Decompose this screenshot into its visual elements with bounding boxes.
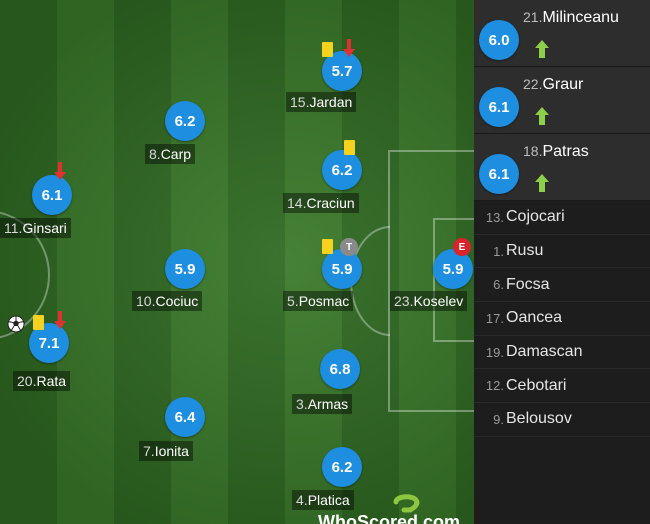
bench-player-row[interactable]: 13.Cojocari xyxy=(474,201,650,235)
player-platica[interactable]: 6.2 4.Platica xyxy=(292,447,362,510)
watermark-text: WhoScored.com xyxy=(318,512,460,524)
sub-on-icon xyxy=(535,174,549,192)
player-name-label: 10.Cociuc xyxy=(132,291,203,311)
bench-player-row[interactable]: 6.Focsa xyxy=(474,268,650,303)
substitute-row[interactable]: 6.1 22.Graur xyxy=(474,67,650,134)
player-rating: 5.7 xyxy=(322,51,362,91)
substitute-rating: 6.1 xyxy=(479,154,519,194)
player-rating: 5.9 xyxy=(433,249,473,289)
player-craciun[interactable]: 6.2 14.Craciun xyxy=(283,140,362,213)
sub-on-icon xyxy=(535,40,549,58)
substitute-row[interactable]: 6.0 21.Milinceanu xyxy=(474,0,650,67)
player-name-label: 20.Rata xyxy=(13,371,71,391)
badge-e-icon: E xyxy=(453,238,471,256)
player-rating: 6.8 xyxy=(320,349,360,389)
bench-player-row[interactable]: 9.Belousov xyxy=(474,403,650,437)
substitute-row[interactable]: 6.1 18.Patras xyxy=(474,134,650,201)
player-rating: 6.2 xyxy=(322,447,362,487)
yellow-card-icon xyxy=(344,140,355,155)
player-name-label: 15.Jardan xyxy=(286,92,357,112)
pitch xyxy=(0,0,474,524)
player-name-label: 14.Craciun xyxy=(283,193,359,213)
watermark-logo: WhoScored.com xyxy=(318,494,460,524)
sub-on-icon xyxy=(535,107,549,125)
substitute-name: 18.Patras xyxy=(523,143,589,160)
bench-player-row[interactable]: 1.Rusu xyxy=(474,235,650,269)
pitch-shading xyxy=(0,0,474,524)
player-rating: 5.9 xyxy=(165,249,205,289)
player-rating: 6.2 xyxy=(322,150,362,190)
player-rating: 6.2 xyxy=(165,101,205,141)
player-armas[interactable]: 6.8 3.Armas xyxy=(292,349,360,414)
player-name-label: 7.Ionita xyxy=(139,441,193,461)
player-name-label: 3.Armas xyxy=(292,394,353,414)
substitute-name: 22.Graur xyxy=(523,76,584,93)
bench-player-row[interactable]: 19.Damascan xyxy=(474,336,650,370)
sub-off-icon xyxy=(343,39,355,57)
player-koselev[interactable]: 5.9 E 23.Koselev xyxy=(390,238,473,311)
player-posmac[interactable]: 5.9 T 5.Posmac xyxy=(283,238,362,311)
player-ginsari[interactable]: 6.1 11.Ginsari xyxy=(0,162,72,238)
player-jardan[interactable]: 5.7 15.Jardan xyxy=(286,39,362,112)
player-cociuc[interactable]: 5.9 10.Cociuc xyxy=(132,249,205,311)
player-name-label: 8.Carp xyxy=(145,144,196,164)
player-rata[interactable]: 7.1 20.Rata xyxy=(7,311,71,391)
bench-player-row[interactable]: 17.Oancea xyxy=(474,302,650,336)
substitutes-panel: 6.0 21.Milinceanu 6.1 22.Graur 6.1 18.Pa… xyxy=(474,0,650,524)
goal-area xyxy=(433,218,474,342)
player-rating: 6.1 xyxy=(32,175,72,215)
player-name-label: 5.Posmac xyxy=(283,291,354,311)
sub-off-icon xyxy=(54,162,66,180)
player-name-label: 4.Platica xyxy=(292,490,354,510)
badge-t-icon: T xyxy=(340,238,358,256)
bench-player-row[interactable]: 12.Cebotari xyxy=(474,369,650,404)
yellow-card-icon xyxy=(322,42,333,57)
player-name-label: 23.Koselev xyxy=(390,291,468,311)
player-name-label: 11.Ginsari xyxy=(0,218,71,238)
yellow-card-icon xyxy=(33,315,44,330)
player-rating: 5.9 xyxy=(322,249,362,289)
yellow-card-icon xyxy=(322,239,333,254)
substitute-rating: 6.1 xyxy=(479,87,519,127)
goal-ball-icon xyxy=(7,315,25,333)
player-rating: 6.4 xyxy=(165,397,205,437)
player-ionita[interactable]: 6.4 7.Ionita xyxy=(139,397,205,461)
sub-off-icon xyxy=(54,311,66,329)
player-carp[interactable]: 6.2 8.Carp xyxy=(145,101,205,164)
substitute-rating: 6.0 xyxy=(479,20,519,60)
substitute-name: 21.Milinceanu xyxy=(523,9,619,26)
